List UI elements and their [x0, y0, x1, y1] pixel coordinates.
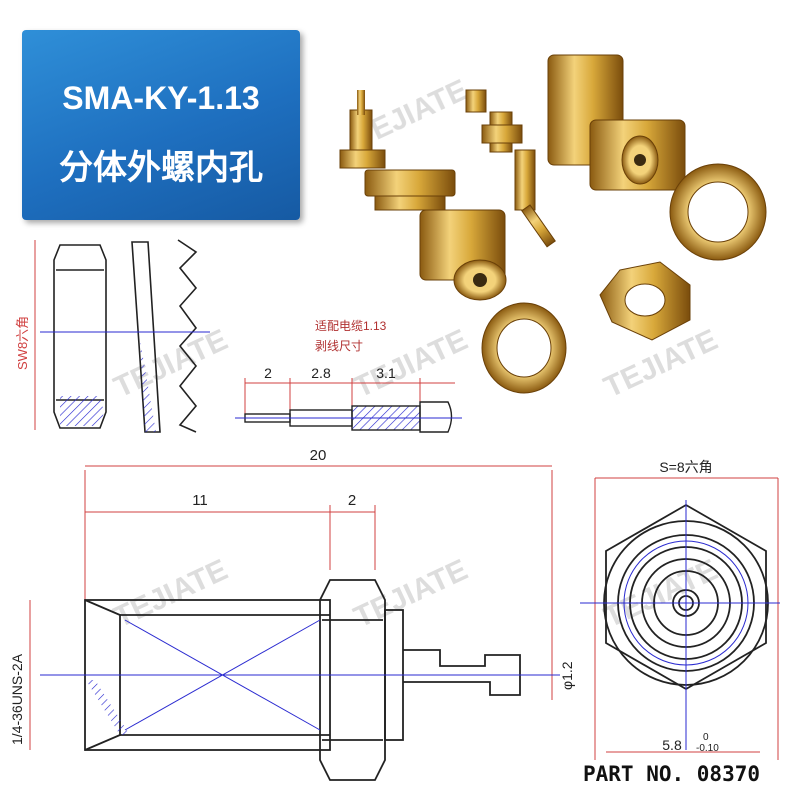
thread-spec: 1/4-36UNS-2A: [9, 653, 25, 745]
watermark-text: TEJIATE: [109, 553, 233, 634]
pin-diameter: φ1.2: [559, 661, 575, 690]
pin-photo: [465, 89, 556, 248]
connector-right-photo: [547, 54, 686, 191]
product-subtitle: 分体外螺内孔: [59, 149, 263, 187]
product-title: SMA-KY-1.13: [62, 80, 260, 116]
strip-dim-1: 2: [264, 365, 272, 381]
part-number: PART NO. 08370: [583, 762, 761, 786]
side-view-drawing: SW8六角: [15, 239, 210, 433]
tolerance-upper: 0: [703, 732, 709, 743]
sw-label: SW8六角: [15, 316, 30, 370]
watermark-text: TEJIATE: [349, 553, 473, 634]
product-photo: [339, 54, 767, 394]
total-length-dim: 20: [310, 447, 327, 464]
hex-nut-photo: [599, 261, 691, 341]
star-washer-photo: [669, 163, 767, 261]
inner-diameter: 5.8: [662, 737, 682, 753]
connector-left-photo: [339, 90, 507, 301]
length-b-dim: 2: [348, 492, 356, 509]
title-banner: SMA-KY-1.13 分体外螺内孔: [22, 30, 300, 220]
cable-note-line1: 适配电缆1.13: [315, 319, 387, 333]
watermark-text: TEJIATE: [349, 323, 473, 404]
watermark-text: TEJIATE: [109, 323, 233, 404]
ring-washer-photo: [481, 302, 567, 394]
length-a-dim: 11: [192, 492, 208, 509]
cable-strip-drawing: 适配电缆1.13 剥线尺寸 2 2.8 3.1: [235, 319, 462, 433]
cable-note-line2: 剥线尺寸: [315, 339, 363, 353]
main-drawing: 20 11 2 1/4-36UNS-2A φ1.2: [9, 447, 575, 781]
strip-dim-2: 2.8: [311, 365, 331, 381]
strip-dim-3: 3.1: [376, 365, 396, 381]
hex-size-label: S=8六角: [659, 459, 712, 475]
front-view-drawing: S=8六角 5.8 0 -0.10: [580, 459, 780, 760]
tolerance-lower: -0.10: [696, 743, 719, 754]
